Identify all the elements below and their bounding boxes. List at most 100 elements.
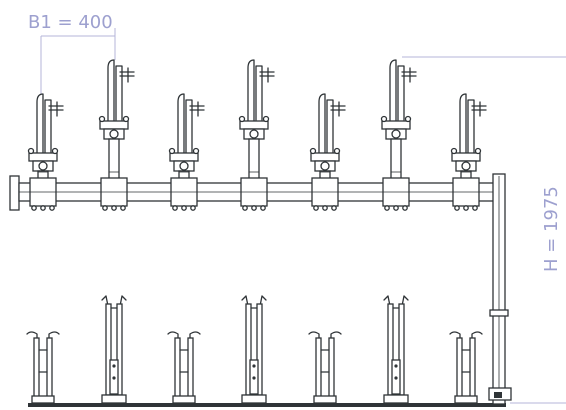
stand-leg-right: [469, 337, 476, 398]
rail-end-plate: [9, 175, 20, 211]
hook-right: [326, 99, 334, 155]
fork-base: [383, 394, 409, 404]
mount-nut-mid: [463, 205, 469, 211]
stand-tip-right: [48, 331, 60, 341]
lower-slot-4: [241, 295, 267, 404]
upper-slot-1: [27, 93, 64, 211]
stem: [390, 138, 402, 184]
column-foot-bolt: [494, 392, 502, 398]
hook-right: [44, 99, 52, 155]
hook-left: [459, 93, 467, 165]
width-dimension: B1 = 400: [28, 12, 116, 95]
lower-slots: [26, 295, 483, 404]
mount-nut-right: [120, 205, 126, 211]
upper-slot-3: [168, 93, 205, 211]
clamp-pivot: [461, 161, 471, 171]
hook-right: [255, 65, 263, 121]
column-bracket: [489, 309, 509, 317]
ground-line: [28, 403, 506, 407]
clamp-bolt-left: [98, 115, 106, 123]
mount-nut-right: [402, 205, 408, 211]
stand-tip-right: [471, 331, 483, 341]
upper-slot-4: [238, 59, 275, 211]
hook-right: [467, 99, 475, 155]
height-dimension: H = 1975: [402, 56, 566, 404]
clamp-bolt-right: [51, 147, 59, 155]
fork-base: [241, 394, 267, 404]
clamp-plate: [239, 120, 269, 130]
mount-nut-left: [313, 205, 319, 211]
fork-hole-1: [112, 364, 116, 368]
lower-slot-6: [383, 295, 409, 404]
stem: [108, 138, 120, 184]
upper-slot-7: [450, 93, 487, 211]
upper-slot-5: [309, 93, 346, 211]
hook-right: [397, 65, 405, 121]
fork-hole-2: [252, 376, 256, 380]
fork-tip-left: [101, 295, 109, 307]
clamp-bolt-right: [474, 147, 482, 155]
clamp-bolt-right: [333, 147, 341, 155]
clamp-bolt-left: [450, 147, 458, 155]
support-column: [488, 173, 512, 405]
stand-tip-left: [167, 331, 179, 341]
lower-slot-5: [308, 331, 342, 404]
stand-tip-left: [26, 331, 38, 341]
mount-nut-mid: [251, 205, 257, 211]
fork-tip-left: [241, 295, 249, 307]
hook-left: [36, 93, 44, 165]
upper-slots: [27, 59, 487, 211]
mount-nut-mid: [40, 205, 46, 211]
stand-leg-left: [174, 337, 181, 398]
height-label: H = 1975: [541, 186, 562, 272]
clamp-pivot: [320, 161, 330, 171]
fork-hole-2: [112, 376, 116, 380]
mount-nut-left: [31, 205, 37, 211]
mount-nut-mid: [111, 205, 117, 211]
clamp-pivot: [109, 129, 119, 139]
stand-tip-left: [449, 331, 461, 341]
hook-left: [107, 59, 115, 131]
mount-nut-left: [172, 205, 178, 211]
clamp-plate: [99, 120, 129, 130]
lower-slot-1: [26, 331, 60, 404]
mount-nut-right: [260, 205, 266, 211]
lower-slot-7: [449, 331, 483, 404]
mount-nut-right: [190, 205, 196, 211]
fork-hole-2: [394, 376, 398, 380]
fork-hole-1: [394, 364, 398, 368]
clamp-pivot: [38, 161, 48, 171]
mount-nut-right: [331, 205, 337, 211]
stand-leg-right: [46, 337, 53, 398]
mount-nut-right: [472, 205, 478, 211]
stand-base: [313, 395, 337, 404]
hook-left: [177, 93, 185, 165]
mount-nut-left: [102, 205, 108, 211]
stand-tip-right: [330, 331, 342, 341]
upper-slot-2: [98, 59, 135, 211]
clamp-pivot: [249, 129, 259, 139]
mount-nut-right: [49, 205, 55, 211]
width-label: B1 = 400: [28, 12, 113, 33]
clamp-bolt-left: [168, 147, 176, 155]
clamp-bolt-right: [122, 115, 130, 123]
clamp-bolt-right: [262, 115, 270, 123]
hook-right: [115, 65, 123, 121]
clamp-bolt-right: [404, 115, 412, 123]
mount-nut-left: [454, 205, 460, 211]
ground: [28, 403, 506, 407]
clamp-plate: [28, 152, 58, 162]
fork-tip-right: [259, 295, 267, 307]
clamp-plate: [451, 152, 481, 162]
upper-slot-6: [380, 59, 417, 211]
fork-hole-1: [252, 364, 256, 368]
stand-base: [172, 395, 196, 404]
stand-tip-left: [308, 331, 320, 341]
clamp-plate: [310, 152, 340, 162]
stand-leg-left: [456, 337, 463, 398]
mount-nut-left: [242, 205, 248, 211]
lower-slot-2: [101, 295, 127, 404]
fork-tip-right: [119, 295, 127, 307]
